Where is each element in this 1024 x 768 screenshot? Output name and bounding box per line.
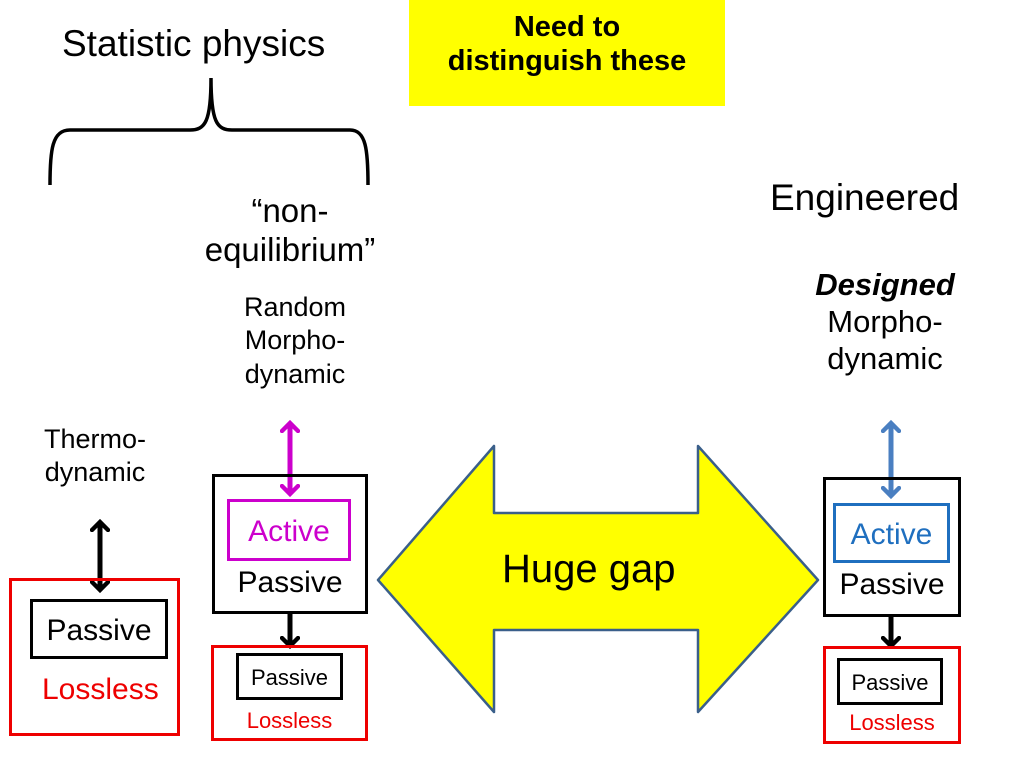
right-lossless-label: Lossless: [849, 710, 935, 735]
random-morphodynamic-label: Random Morpho- dynamic: [195, 291, 395, 391]
middle-active-label: Active: [248, 515, 330, 548]
curly-brace: [48, 77, 370, 186]
middle-outer-box: [212, 474, 368, 614]
right-inner-passive-box: Passive: [837, 658, 943, 705]
callout-line-2: distinguish these: [447, 45, 687, 78]
left-lossless-label: Lossless: [42, 673, 159, 706]
middle-passive-label: Passive: [237, 566, 343, 599]
designed-morphodynamic-label: Designed Morpho- dynamic: [785, 266, 985, 378]
right-outer-box: [823, 477, 961, 617]
statistic-physics-label: Statistic physics: [62, 23, 326, 64]
designed-line-1: Designed: [815, 267, 955, 302]
random-line-3: dynamic: [244, 358, 346, 389]
middle-lossless-label: Lossless: [246, 708, 333, 733]
thermo-line-1: Thermo-: [43, 424, 146, 454]
middle-inner-passive-label: Passive: [250, 665, 329, 690]
thermodynamic-label: Thermo- dynamic: [20, 423, 170, 490]
callout-box: Need to distinguish these: [409, 0, 725, 106]
right-active-label: Active: [850, 518, 933, 551]
non-equilibrium-line-2: equilibrium”: [204, 230, 376, 268]
random-line-1: Random: [243, 292, 347, 322]
callout-line-1: Need to: [513, 11, 621, 43]
middle-lossless-box: [211, 645, 368, 741]
middle-active-box: Active: [227, 499, 351, 561]
left-lossless-box: [9, 578, 180, 736]
engineered-label: Engineered: [770, 177, 960, 218]
right-inner-passive-label: Passive: [851, 670, 929, 695]
random-line-2: Morpho-: [244, 325, 346, 356]
right-active-box: Active: [833, 503, 950, 563]
right-passive-label: Passive: [839, 568, 945, 601]
huge-gap-label: Huge gap: [502, 547, 676, 591]
non-equilibrium-label: “non- equilibrium”: [170, 192, 410, 270]
designed-line-3: dynamic: [827, 341, 943, 377]
left-passive-label: Passive: [46, 614, 152, 647]
huge-gap-arrow: [376, 444, 820, 714]
left-passive-box: Passive: [30, 599, 168, 659]
non-equilibrium-line-1: “non-: [251, 192, 329, 229]
middle-inner-passive-box: Passive: [236, 653, 343, 700]
designed-line-2: Morpho-: [827, 304, 943, 340]
right-lossless-box: [823, 646, 961, 744]
thermo-line-2: dynamic: [44, 457, 146, 488]
